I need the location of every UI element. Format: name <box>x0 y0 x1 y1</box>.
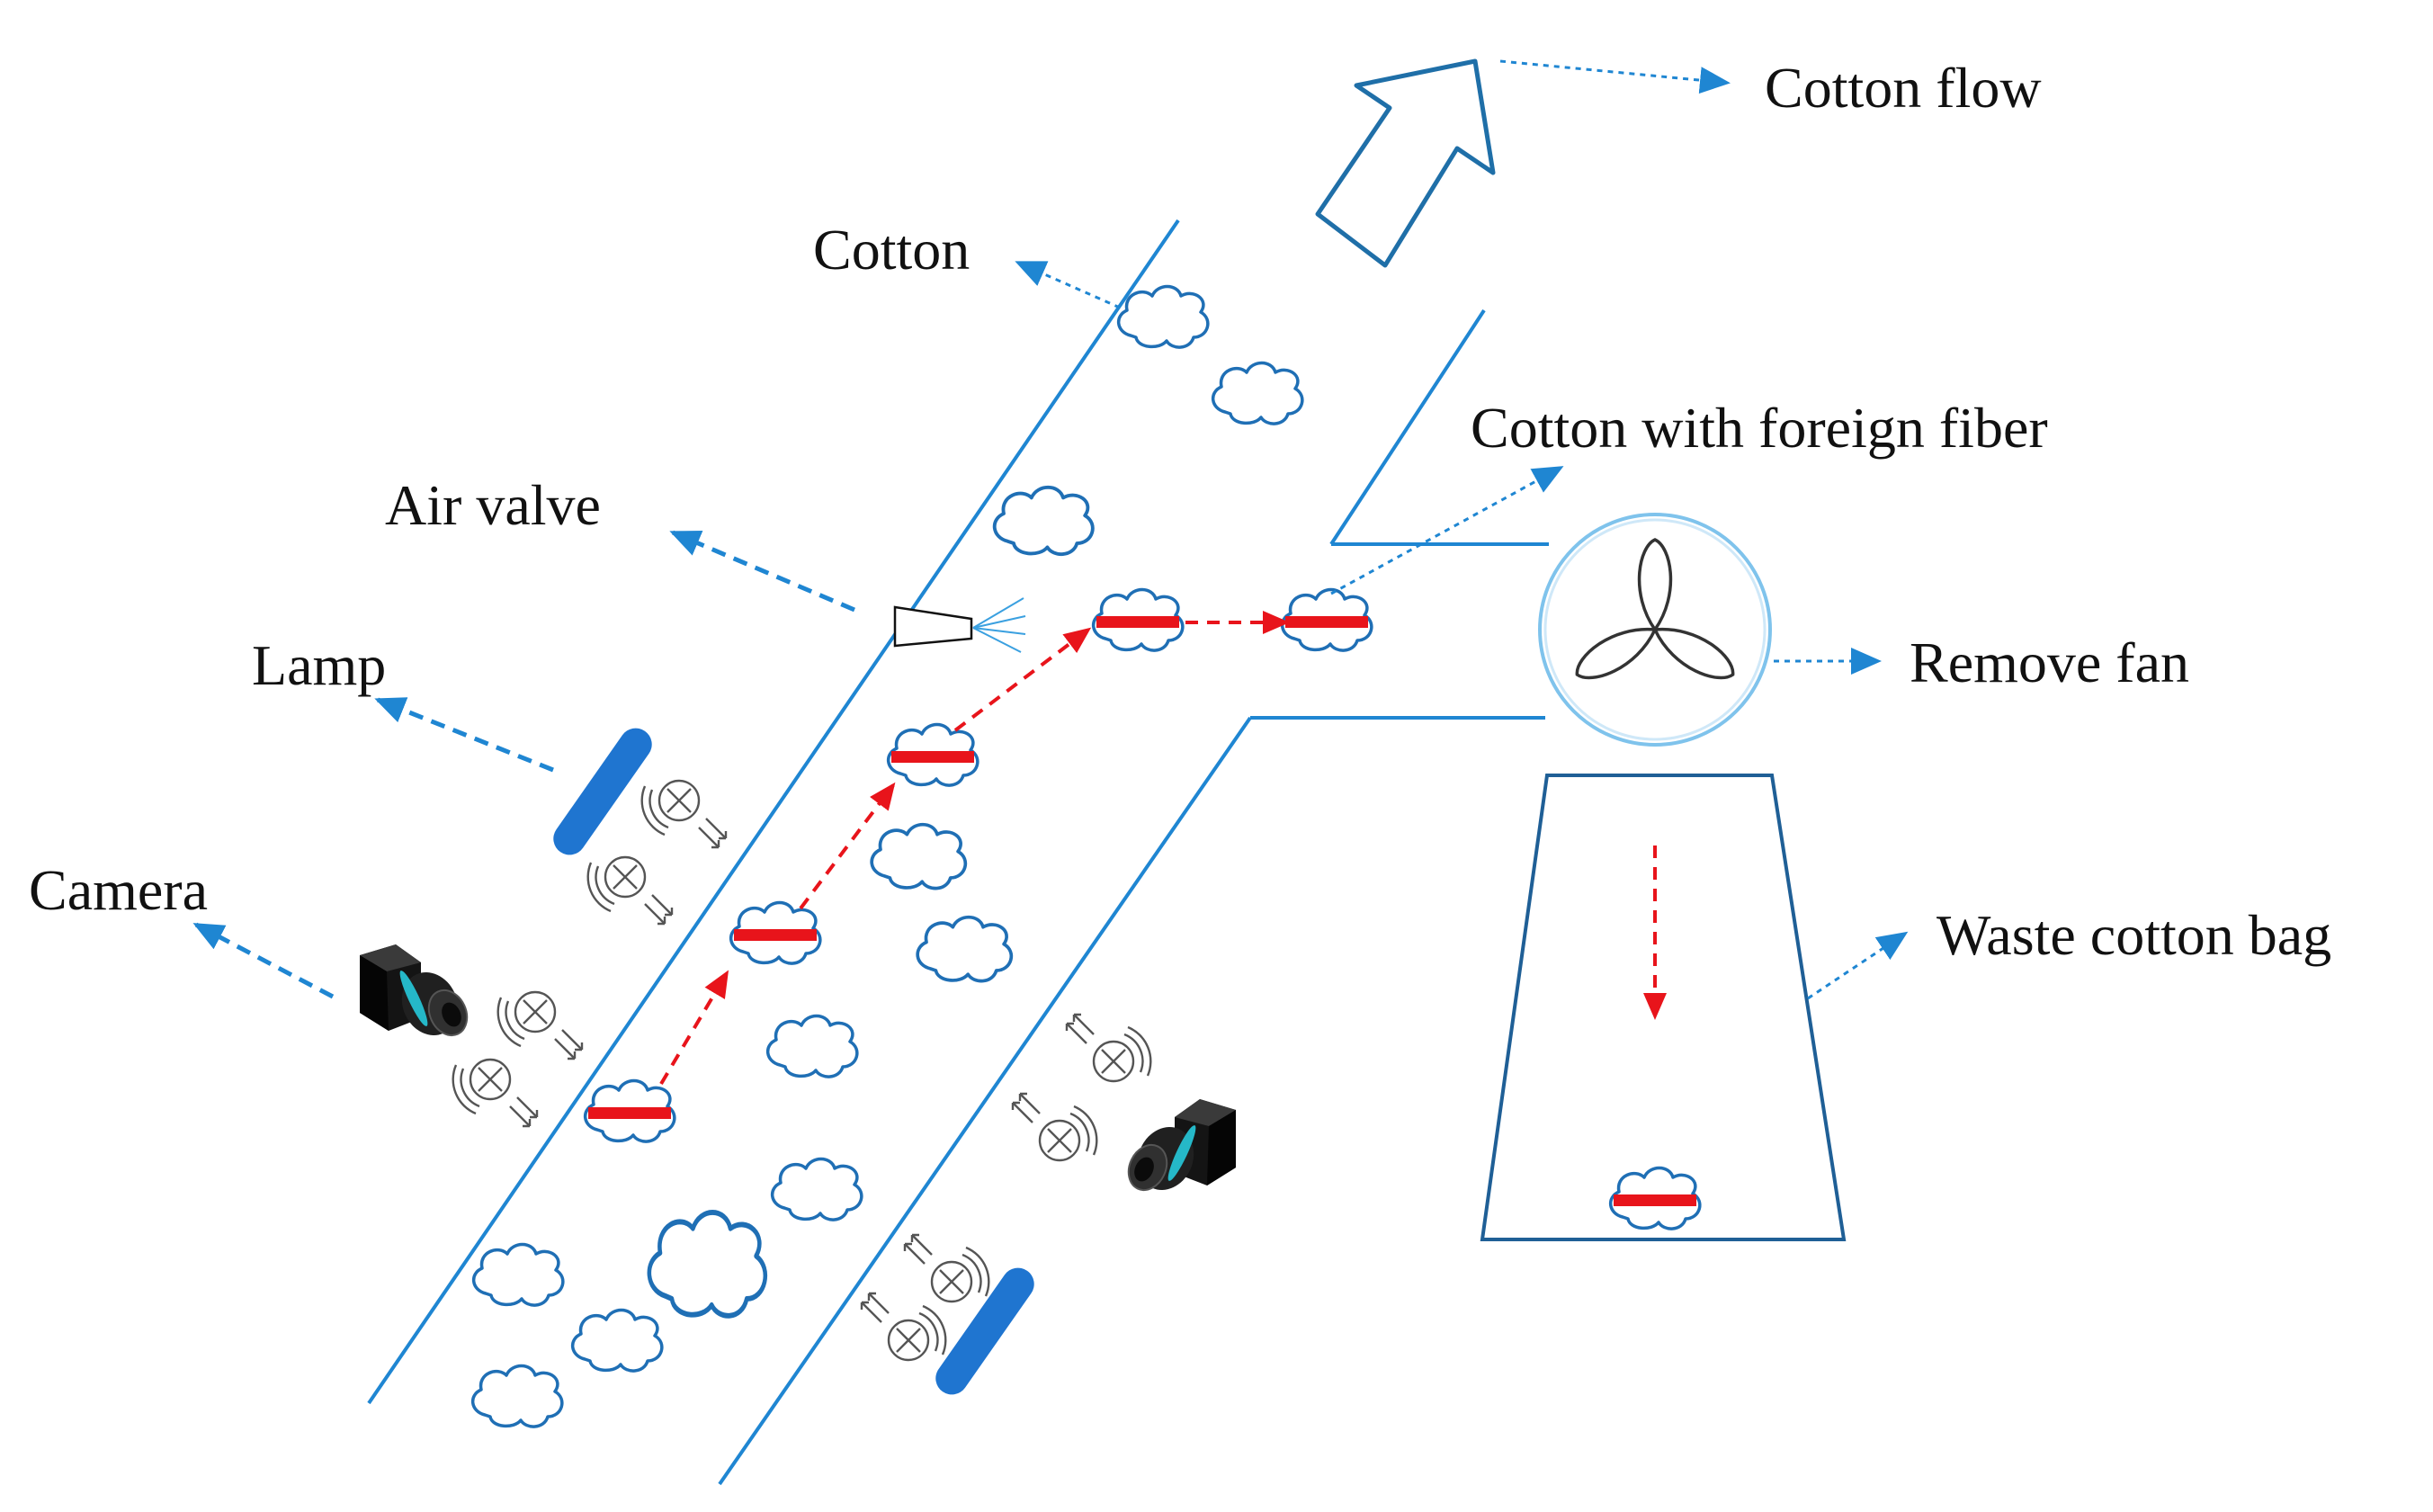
label-cotton: Cotton <box>813 218 971 282</box>
lamp-icon <box>553 728 652 855</box>
light-source-icon <box>1065 1013 1152 1083</box>
foreign-fiber-tuft <box>729 900 822 965</box>
light-source-icon <box>496 990 584 1060</box>
camera-icon <box>359 944 476 1046</box>
camera-icon <box>1120 1098 1237 1201</box>
cotton-tuft-icon <box>649 1212 765 1316</box>
flow-arrow-icon <box>1315 58 1496 268</box>
label-air-valve: Air valve <box>385 473 601 537</box>
fan-icon <box>1538 513 1772 747</box>
lamp-icon <box>935 1267 1034 1395</box>
label-camera: Camera <box>29 858 208 922</box>
cotton-tuft-icon <box>992 485 1095 557</box>
label-cotton-with-foreign-fiber: Cotton with foreign fiber <box>1471 396 2048 460</box>
cotton-tuft-icon <box>916 915 1014 983</box>
channel-right-wall-lower <box>718 716 1252 1486</box>
waste-cotton-bag <box>1480 774 1847 1241</box>
channel-right-wall-upper <box>1329 309 1486 546</box>
label-cotton-flow: Cotton flow <box>1765 56 2042 120</box>
cotton-tuft-icon <box>470 1364 564 1428</box>
label-remove-fan: Remove fan <box>1910 631 2189 694</box>
light-source-icon <box>586 855 674 926</box>
channel-walls <box>367 219 1549 1486</box>
cotton-tuft-icon <box>765 1014 859 1078</box>
cotton-tufts <box>470 284 1304 1428</box>
light-source-icon <box>1011 1092 1098 1162</box>
foreign-fiber-tuft <box>583 1078 676 1143</box>
light-source-icon <box>452 1058 539 1128</box>
label-lamp: Lamp <box>252 633 387 697</box>
cotton-tuft-icon <box>1116 284 1210 349</box>
foreign-fiber-tuft <box>1608 1166 1702 1230</box>
label-waste-cotton-bag: Waste cotton bag <box>1937 903 2332 967</box>
cotton-tuft-icon <box>1211 361 1304 425</box>
foreign-fiber-tuft <box>886 722 979 787</box>
light-source-icon <box>640 779 728 849</box>
foreign-fiber-trajectory <box>659 611 1667 1086</box>
leader-lines <box>192 59 1909 1000</box>
air-valve-icon <box>893 597 1026 653</box>
foreign-fiber-tuft <box>1280 587 1373 652</box>
light-source-icon <box>860 1292 947 1362</box>
cotton-tuft-icon <box>870 822 968 890</box>
cotton-tuft-icon <box>570 1308 664 1373</box>
cotton-tuft-icon <box>770 1157 863 1221</box>
foreign-fiber-tufts <box>583 587 1702 1230</box>
foreign-fiber-tuft <box>1091 587 1185 652</box>
channel-left-wall <box>367 219 1180 1405</box>
light-source-icon <box>903 1233 990 1303</box>
cotton-tuft-icon <box>471 1242 565 1307</box>
